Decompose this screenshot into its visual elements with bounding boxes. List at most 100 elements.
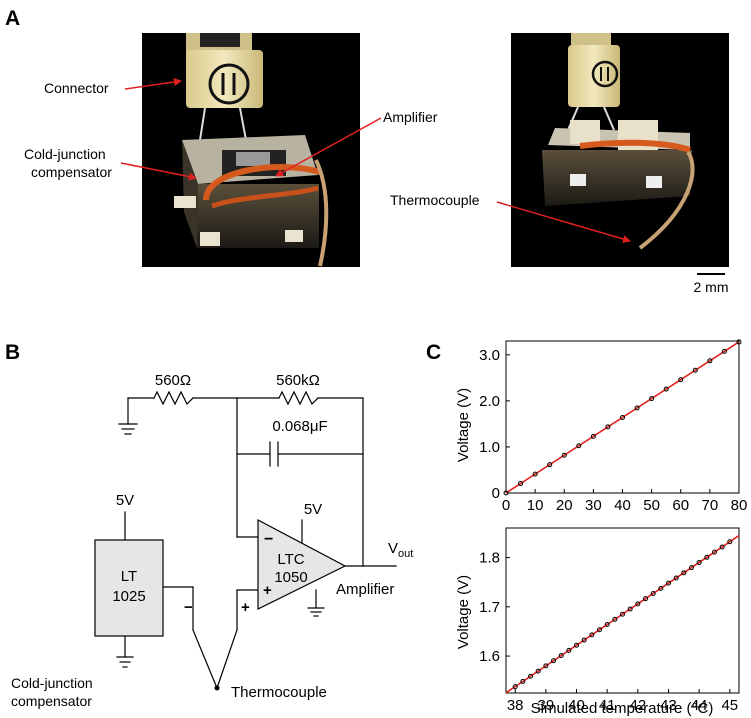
data-point: [566, 647, 572, 653]
data-point: [634, 405, 640, 411]
opamp-ltc1050: [257, 519, 347, 610]
panel-label-a: A: [5, 7, 20, 30]
data-point: [663, 386, 669, 392]
label-vout: Vout: [388, 540, 413, 560]
data-point: [627, 606, 633, 612]
data-point: [590, 433, 596, 439]
data-point: [665, 580, 671, 586]
x-tick-label: 70: [702, 497, 719, 514]
photo-right: [511, 33, 729, 267]
data-point: [520, 678, 526, 684]
data-point: [620, 414, 625, 420]
y-tick-label: 0: [492, 485, 500, 502]
chip-lt1025-line1: LT: [121, 568, 137, 585]
opamp-plus: +: [263, 582, 272, 599]
data-point: [535, 668, 541, 674]
resistor-560-ohm: [153, 390, 194, 406]
data-point: [721, 348, 727, 354]
panel-a: A: [5, 7, 729, 295]
data-point: [528, 673, 534, 679]
y-tick-label: 1.7: [479, 599, 500, 616]
data-point: [635, 601, 641, 607]
y-tick-label: 1.0: [479, 439, 500, 456]
x-tick-label: 10: [527, 497, 544, 514]
data-point: [719, 544, 725, 550]
x-tick-label: 38: [507, 697, 524, 714]
x-tick-label: 40: [614, 497, 631, 514]
data-point: [650, 591, 656, 597]
resistor-560-kohm: [278, 390, 319, 406]
chart-bottom-ylabel: Voltage (V): [455, 575, 472, 649]
arrow-connector: [124, 78, 182, 90]
data-point: [518, 481, 524, 487]
fit-line: [505, 534, 740, 694]
photo-left: [142, 33, 360, 267]
x-tick-label: 43: [660, 697, 677, 714]
data-point: [704, 554, 710, 560]
data-point: [574, 642, 580, 648]
data-point: [681, 570, 687, 576]
x-tick-label: 40: [568, 697, 585, 714]
data-point: [696, 559, 702, 565]
y-tick-label: 3.0: [479, 347, 500, 364]
data-point: [547, 462, 553, 468]
x-tick-label: 20: [556, 497, 573, 514]
data-point: [561, 452, 567, 458]
x-tick-label: 30: [585, 497, 602, 514]
label-resistor-2: 560kΩ: [276, 372, 320, 389]
data-point: [543, 663, 549, 669]
label-amplifier-circuit: Amplifier: [336, 581, 394, 598]
data-point: [558, 653, 564, 659]
data-point: [711, 549, 717, 555]
y-tick-label: 1.6: [479, 648, 500, 665]
y-tick-label: 2.0: [479, 393, 500, 410]
data-point: [576, 443, 582, 449]
label-supply-amp: 5V: [304, 501, 322, 518]
data-point: [503, 490, 509, 496]
x-tick-label: 44: [691, 697, 708, 714]
data-point: [605, 424, 611, 430]
data-point: [688, 565, 694, 571]
scale-bar-label: 2 mm: [694, 279, 729, 295]
label-supply-ref: 5V: [116, 492, 134, 509]
label-thermocouple-circuit: Thermocouple: [231, 684, 327, 701]
label-cold-junction-1: Cold-junction: [24, 146, 106, 162]
label-amplifier: Amplifier: [383, 109, 438, 125]
panel-b: B: [5, 341, 413, 709]
data-point: [581, 637, 587, 643]
ground-symbol-left: [118, 397, 138, 435]
label-cold-junction-circuit-1: Cold-junction: [11, 675, 93, 691]
data-point: [707, 358, 713, 364]
chart-bottom-xlabel: Simulated temperature (°C): [531, 700, 714, 717]
x-tick-label: 80: [731, 497, 748, 514]
data-point: [612, 616, 618, 622]
data-point: [673, 575, 679, 581]
label-tc-minus: −: [184, 599, 193, 616]
thermocouple-wire: [192, 629, 238, 690]
arrow-amplifier: [275, 117, 382, 177]
arrow-cold-junction: [120, 162, 197, 181]
opamp-minus: −: [264, 531, 273, 548]
y-tick-label: 1.8: [479, 550, 500, 567]
data-point: [551, 658, 557, 664]
opamp-line1: LTC: [277, 551, 304, 568]
data-point: [649, 396, 655, 402]
data-point: [589, 632, 595, 638]
chip-lt1025-line2: 1025: [112, 588, 145, 605]
label-tc-plus: +: [241, 599, 250, 616]
chip-lt1025: [94, 539, 164, 637]
thermocouple-junction: [214, 685, 220, 691]
data-point: [532, 471, 538, 477]
data-point: [620, 611, 625, 617]
panel-label-c: C: [426, 341, 441, 364]
chart-top-ylabel: Voltage (V): [455, 388, 472, 462]
label-thermocouple-photo: Thermocouple: [390, 192, 480, 208]
label-cold-junction-circuit-2: compensator: [11, 693, 92, 709]
data-point: [678, 377, 684, 383]
x-tick-label: 39: [538, 697, 555, 714]
label-resistor-1: 560Ω: [155, 372, 191, 389]
data-point: [736, 339, 742, 345]
x-tick-label: 42: [629, 697, 646, 714]
